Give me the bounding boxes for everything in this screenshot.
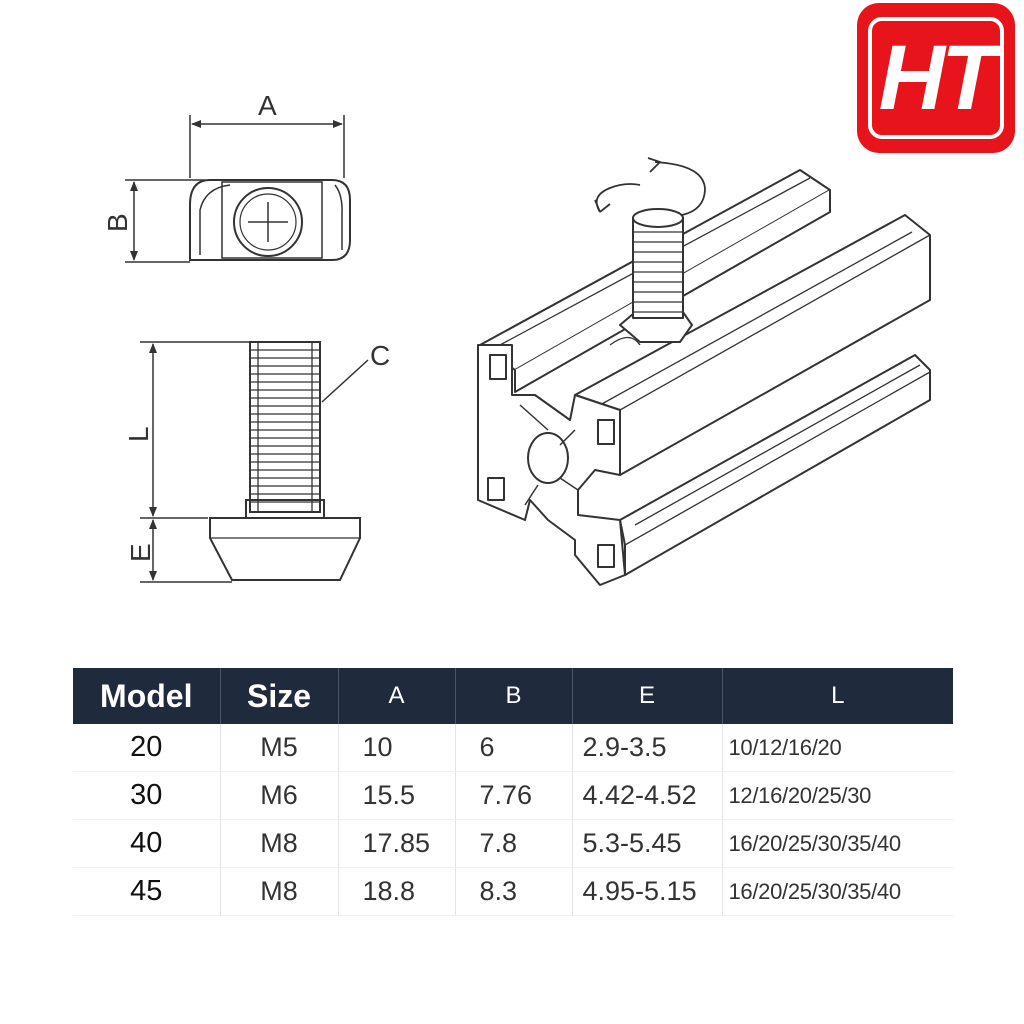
cell-b: 7.8 bbox=[455, 819, 573, 868]
dimension-label-b: B bbox=[102, 213, 133, 232]
tbolt-top-view bbox=[125, 115, 351, 263]
technical-drawing: A B C L E bbox=[102, 90, 931, 586]
cell-e: 2.9-3.5 bbox=[572, 724, 723, 772]
cell-a: 10 bbox=[338, 724, 456, 772]
header-e: E bbox=[572, 668, 723, 724]
cell-l: 16/20/25/30/35/40 bbox=[722, 867, 953, 916]
cell-a: 18.8 bbox=[338, 867, 456, 916]
header-l: L bbox=[722, 668, 953, 724]
aluminum-profile-isometric bbox=[477, 169, 931, 586]
cell-b: 7.76 bbox=[455, 771, 573, 820]
cell-e: 4.42-4.52 bbox=[572, 771, 723, 820]
hammer-head bbox=[209, 517, 361, 581]
thread-lines bbox=[250, 342, 320, 512]
corner-slot-top-left bbox=[489, 354, 507, 380]
brand-logo-text: HT bbox=[878, 27, 998, 129]
table-row: 45 M8 18.8 8.3 4.95-5.15 16/20/25/30/35/… bbox=[73, 867, 953, 916]
cell-model: 45 bbox=[73, 867, 221, 916]
cell-model: 40 bbox=[73, 819, 221, 868]
table-row: 40 M8 17.85 7.8 5.3-5.45 16/20/25/30/35/… bbox=[73, 819, 953, 868]
cell-l: 16/20/25/30/35/40 bbox=[722, 819, 953, 868]
center-bore bbox=[527, 432, 569, 484]
corner-slot-bottom-left bbox=[487, 477, 505, 501]
header-size: Size bbox=[220, 668, 339, 724]
cell-a: 17.85 bbox=[338, 819, 456, 868]
header-model: Model bbox=[73, 668, 221, 724]
tbolt-iso-shank bbox=[632, 217, 684, 319]
header-a: A bbox=[338, 668, 456, 724]
brand-logo: HT bbox=[857, 3, 1015, 153]
cell-model: 30 bbox=[73, 771, 221, 820]
spec-table: Model Size A B E L 20 M5 10 6 2.9-3.5 10… bbox=[73, 668, 953, 916]
cell-size: M6 bbox=[220, 771, 339, 820]
header-b: B bbox=[455, 668, 573, 724]
cell-a: 15.5 bbox=[338, 771, 456, 820]
cell-e: 4.95-5.15 bbox=[572, 867, 723, 916]
cell-size: M5 bbox=[220, 724, 339, 772]
table-header-row: Model Size A B E L bbox=[73, 668, 953, 724]
cell-l: 10/12/16/20 bbox=[722, 724, 953, 772]
table-row: 20 M5 10 6 2.9-3.5 10/12/16/20 bbox=[73, 724, 953, 772]
cell-l: 12/16/20/25/30 bbox=[722, 771, 953, 820]
dimension-label-l: L bbox=[123, 426, 154, 442]
cell-model: 20 bbox=[73, 724, 221, 772]
rotation-arrow-icon bbox=[594, 157, 706, 216]
cell-size: M8 bbox=[220, 819, 339, 868]
leader-line-c bbox=[321, 359, 369, 403]
tbolt-head-outline bbox=[189, 179, 351, 261]
cell-b: 8.3 bbox=[455, 867, 573, 916]
tbolt-side-view bbox=[140, 341, 369, 583]
dimension-label-c: C bbox=[370, 340, 390, 371]
bolt-end-circle bbox=[233, 187, 303, 257]
corner-slot-bottom-right bbox=[597, 544, 615, 568]
threaded-shank bbox=[249, 341, 321, 513]
table-row: 30 M6 15.5 7.76 4.42-4.52 12/16/20/25/30 bbox=[73, 771, 953, 820]
dimension-label-a: A bbox=[258, 90, 277, 121]
cell-size: M8 bbox=[220, 867, 339, 916]
cell-e: 5.3-5.45 bbox=[572, 819, 723, 868]
corner-slot-top-right bbox=[597, 419, 615, 445]
cell-b: 6 bbox=[455, 724, 573, 772]
dimension-label-e: E bbox=[125, 543, 156, 562]
